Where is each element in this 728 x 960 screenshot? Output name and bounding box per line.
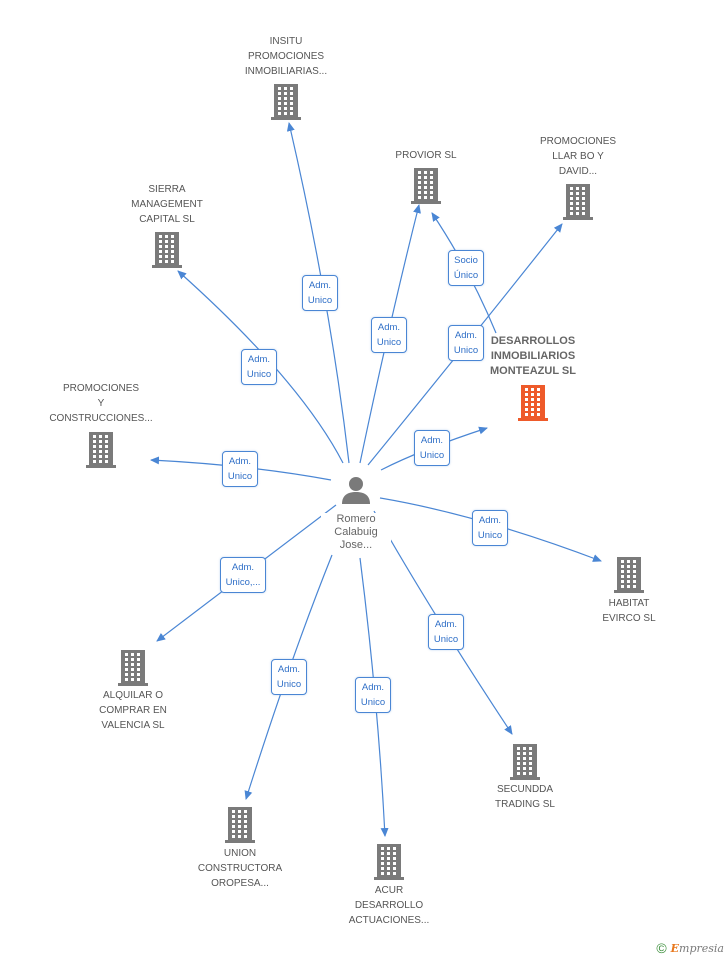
company-node-habitat[interactable] [613,557,645,598]
building-icon [411,168,441,204]
company-node-alquilar[interactable] [117,650,149,691]
edge-label-llar[interactable]: Adm. Unico [447,325,485,361]
building-icon [225,807,255,843]
brand-initial: E [670,942,680,955]
company-label-habitat[interactable]: HABITAT EVIRCO SL [602,598,656,624]
company-label-union[interactable]: UNION CONSTRUCTORA OROPESA... [197,848,283,889]
edge-label-habitat[interactable]: Adm. Unico [471,510,509,546]
company-label-secundda[interactable]: SECUNDDA TRADING SL [494,784,555,810]
edge-label-monteazul-to-provior[interactable]: Socio Único [447,250,485,286]
company-node-secundda[interactable] [509,744,541,785]
person-node[interactable] [341,475,371,510]
company-label-llar[interactable]: PROMOCIONES LLAR BO Y DAVID... [539,136,617,177]
edge-label-alquilar[interactable]: Adm. Unico,... [219,557,267,593]
company-label-provior[interactable]: PROVIOR SL [395,150,457,161]
company-node-promociones[interactable] [85,432,117,473]
company-label-monteazul[interactable]: DESARROLLOS INMOBILIARIOS MONTEAZUL SL [490,335,576,377]
company-node-sierra[interactable] [151,232,183,273]
edge-label-sierra[interactable]: Adm. Unico [240,349,278,385]
building-icon [86,432,116,468]
company-node-insitu[interactable] [270,84,302,125]
building-icon [152,232,182,268]
company-node-monteazul[interactable] [517,385,549,426]
edge-label-monteazul[interactable]: Adm. Unico [413,430,451,466]
edge-label-acur[interactable]: Adm. Unico [354,677,392,713]
company-node-llar[interactable] [562,184,594,225]
edge-label-secundda[interactable]: Adm. Unico [427,614,465,650]
company-node-provior[interactable] [410,168,442,209]
footer-brand[interactable]: ©Empresia [656,940,724,956]
edge-label-insitu[interactable]: Adm. Unico [301,275,339,311]
company-label-promociones[interactable]: PROMOCIONES Y CONSTRUCCIONES... [49,383,153,424]
building-icon [510,744,540,780]
person-label[interactable]: Romero Calabuig Jose... [321,513,391,552]
person-icon [342,477,370,504]
company-label-acur[interactable]: ACUR DESARROLLO ACTUACIONES... [348,885,430,926]
edges-layer [150,122,602,837]
building-icon [614,557,644,593]
company-node-acur[interactable] [373,844,405,885]
edge-label-promociones[interactable]: Adm. Unico [221,451,259,487]
building-icon [374,844,404,880]
edge-label-union[interactable]: Adm. Unico [270,659,308,695]
company-node-union[interactable] [224,807,256,848]
building-icon [563,184,593,220]
building-icon [271,84,301,120]
edge-sierra [177,270,344,464]
copyright-icon: © [656,940,667,956]
building-icon [118,650,148,686]
company-label-sierra[interactable]: SIERRA MANAGEMENT CAPITAL SL [131,184,203,225]
edge-label-provior[interactable]: Adm. Unico [370,317,408,353]
company-label-insitu[interactable]: INSITU PROMOCIONES INMOBILIARIAS... [244,36,328,77]
company-label-alquilar[interactable]: ALQUILAR O COMPRAR EN VALENCIA SL [99,690,167,731]
building-icon [518,385,548,421]
brand-name: mpresia [679,942,724,955]
